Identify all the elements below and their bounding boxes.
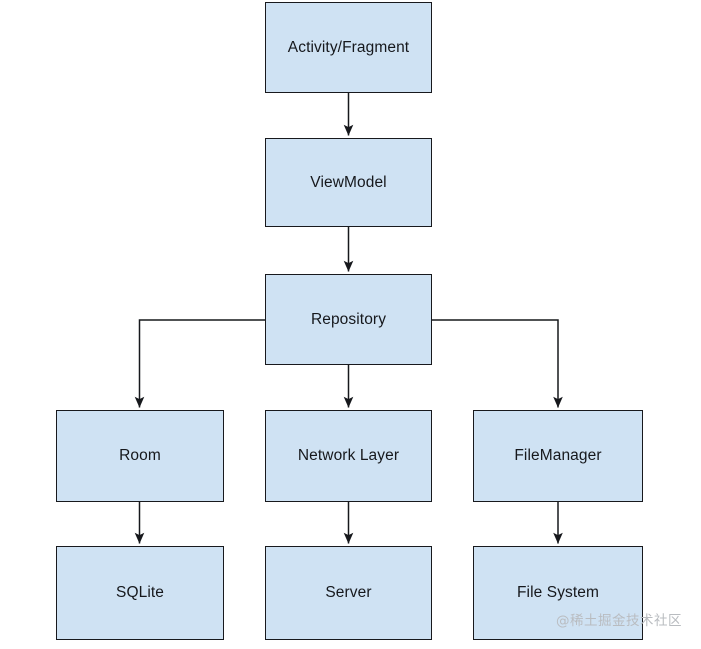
node-label: Activity/Fragment <box>287 38 410 56</box>
edge-repository-to-room <box>134 319 265 408</box>
node-repository[interactable]: Repository <box>265 274 432 365</box>
node-label: Room <box>119 447 161 465</box>
watermark-text: @稀土掘金技术社区 <box>556 613 682 629</box>
node-label: FileManager <box>514 447 602 465</box>
node-label: ViewModel <box>310 173 387 191</box>
node-file-system[interactable]: File System <box>473 546 643 640</box>
node-activity-fragment[interactable]: Activity/Fragment <box>265 2 432 93</box>
node-label: Server <box>325 584 372 602</box>
node-label: Network Layer <box>297 447 400 465</box>
node-viewmodel[interactable]: ViewModel <box>265 138 432 227</box>
node-room[interactable]: Room <box>56 410 224 502</box>
node-label: File System <box>516 584 600 602</box>
node-filemanager[interactable]: FileManager <box>473 410 643 502</box>
node-network-layer[interactable]: Network Layer <box>265 410 432 502</box>
edge-repository-to-filemanager <box>432 319 563 408</box>
node-sqlite[interactable]: SQLite <box>56 546 224 640</box>
node-label: Repository <box>310 310 387 328</box>
node-label: SQLite <box>116 584 164 602</box>
node-server[interactable]: Server <box>265 546 432 640</box>
